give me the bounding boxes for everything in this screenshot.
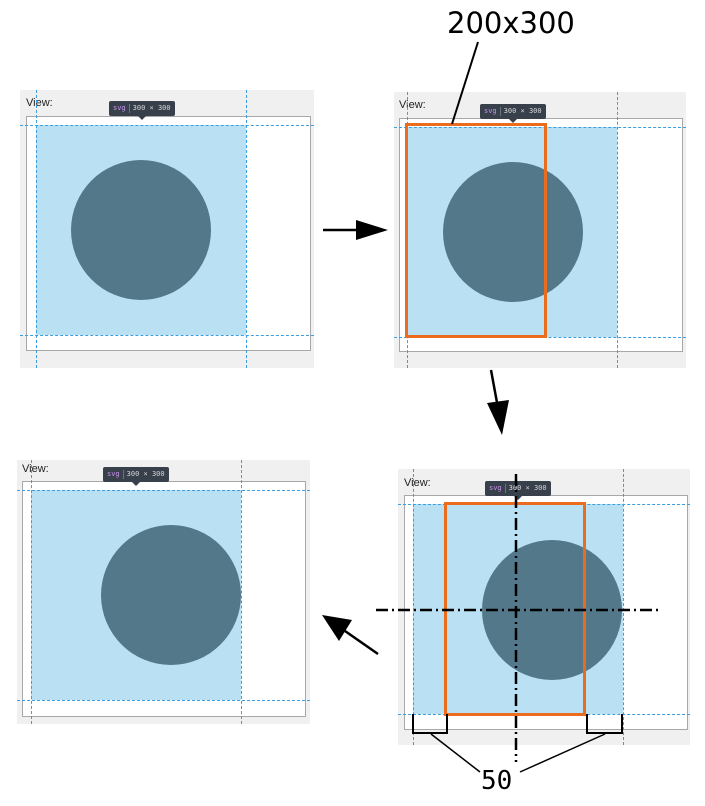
tooltip-dims: 300 × 300 [508, 484, 547, 492]
offset-bracket-left [412, 714, 448, 734]
tooltip-tag: svg [107, 470, 120, 478]
circle-shape [71, 160, 211, 300]
arrow-step1-to-step2 [323, 220, 388, 240]
tooltip-tag: svg [113, 104, 126, 112]
svg-size-tooltip: svg 300 × 300 [109, 101, 175, 120]
circle-shape [443, 162, 583, 302]
guide-right [623, 469, 624, 745]
view-label: View: [22, 463, 49, 475]
guide-top [394, 127, 686, 128]
offset-leader-right [519, 733, 606, 773]
arrow-step2-to-step3 [487, 369, 509, 435]
guide-left [413, 469, 414, 745]
tooltip-dims: 300 × 300 [126, 470, 165, 478]
tooltip-tag: svg [484, 107, 497, 115]
svg-size-tooltip: svg 300 × 300 [485, 481, 551, 500]
panel-step-2: View: svg 300 × 300 [394, 92, 686, 368]
circle-shape [101, 525, 241, 665]
view-label: View: [404, 477, 431, 489]
guide-top [20, 125, 314, 126]
size-note-leader [451, 41, 479, 125]
svg-size-tooltip: svg 300 × 300 [103, 467, 169, 486]
tooltip-tag: svg [489, 484, 502, 492]
guide-right [246, 90, 247, 368]
guide-bottom [20, 335, 314, 336]
guide-left [36, 90, 37, 368]
guide-top [17, 490, 310, 491]
viewbox-highlight [405, 123, 547, 338]
offset-leader-left [430, 733, 481, 773]
tooltip-dims: 300 × 300 [503, 107, 542, 115]
arrow-step3-to-step4 [322, 615, 379, 656]
view-label: View: [26, 97, 53, 109]
offset-bracket-right [586, 714, 623, 734]
guide-right [617, 92, 618, 368]
view-label: View: [399, 99, 426, 111]
offset-note-label: 50 [481, 766, 513, 796]
guide-left [31, 460, 32, 724]
panel-step-4: View: svg 300 × 300 [17, 460, 310, 724]
size-note-label: 200x300 [447, 6, 575, 40]
guide-right [241, 460, 242, 724]
guide-bottom [17, 700, 310, 701]
tooltip-dims: 300 × 300 [132, 104, 171, 112]
svg-size-tooltip: svg 300 × 300 [480, 104, 546, 123]
panel-step-1: View: svg 300 × 300 [20, 90, 314, 368]
